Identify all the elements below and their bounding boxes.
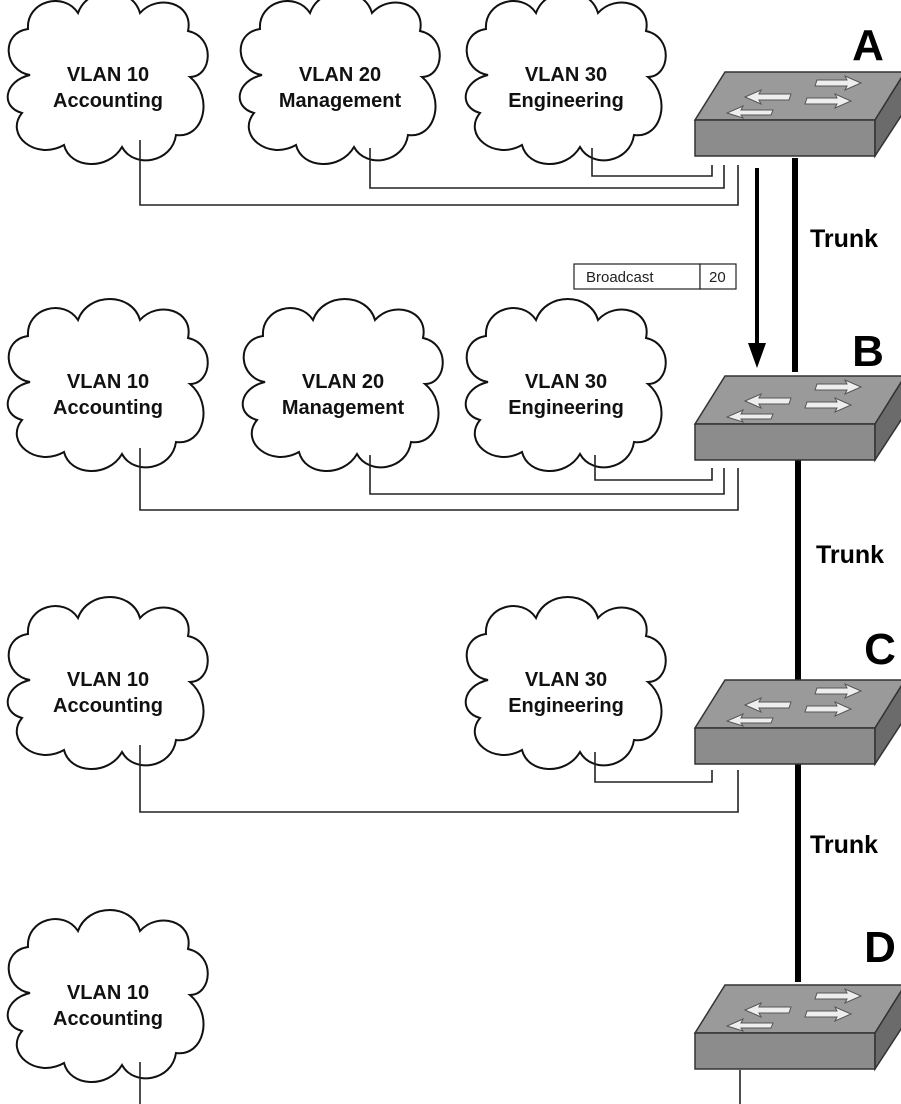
trunk-label-a-b: Trunk [810,225,878,253]
broadcast-frame-vlan: 20 [709,269,726,286]
cloud-vlan-id: VLAN 20 [302,371,384,393]
switch-a-label: A [852,21,884,70]
broadcast-frame: Broadcast 20 [573,263,737,290]
wire-c-vlan30 [594,752,713,783]
switch-a-icon [694,71,901,157]
cloud-c-vlan10: VLAN 10 Accounting [6,596,209,771]
wire-b-vlan10 [139,448,739,511]
wire-c-vlan10 [139,745,739,813]
switch-d-icon [694,984,901,1070]
wire-a-vlan10 [139,140,739,206]
cloud-b-vlan10: VLAN 10 Accounting [6,298,209,473]
switch-c-label: C [864,625,896,674]
cloud-vlan-name: Accounting [53,695,163,717]
trunk-label-c-d: Trunk [810,831,878,859]
wire-b-vlan30 [594,455,713,481]
cloud-vlan-name: Management [279,90,402,112]
cloud-a-vlan10: VLAN 10 Accounting [6,0,209,166]
cloud-c-vlan30: VLAN 30 Engineering [464,596,667,771]
cloud-vlan-id: VLAN 30 [525,371,607,393]
cloud-vlan-id: VLAN 10 [67,669,149,691]
cloud-vlan-name: Accounting [53,1008,163,1030]
cloud-b-vlan20: VLAN 20 Management [241,298,444,473]
cloud-vlan-id: VLAN 20 [299,64,381,86]
cloud-d-vlan10: VLAN 10 Accounting [6,909,209,1084]
cloud-vlan-name: Engineering [508,695,624,717]
cloud-vlan-name: Management [282,397,405,419]
switch-d-label: D [864,923,896,972]
cloud-vlan-name: Engineering [508,397,624,419]
cloud-a-vlan30: VLAN 30 Engineering [464,0,667,166]
trunk-label-b-c: Trunk [816,541,884,569]
switch-b-icon [694,375,901,461]
cloud-a-vlan20: VLAN 20 Management [238,0,441,166]
cloud-vlan-name: Accounting [53,90,163,112]
cloud-vlan-id: VLAN 10 [67,64,149,86]
cloud-vlan-name: Accounting [53,397,163,419]
wire-a-vlan20 [369,148,725,189]
cloud-vlan-id: VLAN 30 [525,669,607,691]
cloud-vlan-name: Engineering [508,90,624,112]
broadcast-direction-arrow [748,168,766,368]
cloud-vlan-id: VLAN 30 [525,64,607,86]
switch-b-label: B [852,327,884,376]
wire-a-vlan30 [591,148,713,177]
switch-c-icon [694,679,901,765]
wire-b-vlan20 [369,455,725,495]
cloud-vlan-id: VLAN 10 [67,982,149,1004]
cloud-b-vlan30: VLAN 30 Engineering [464,298,667,473]
cloud-vlan-id: VLAN 10 [67,371,149,393]
broadcast-frame-label: Broadcast [586,269,654,286]
